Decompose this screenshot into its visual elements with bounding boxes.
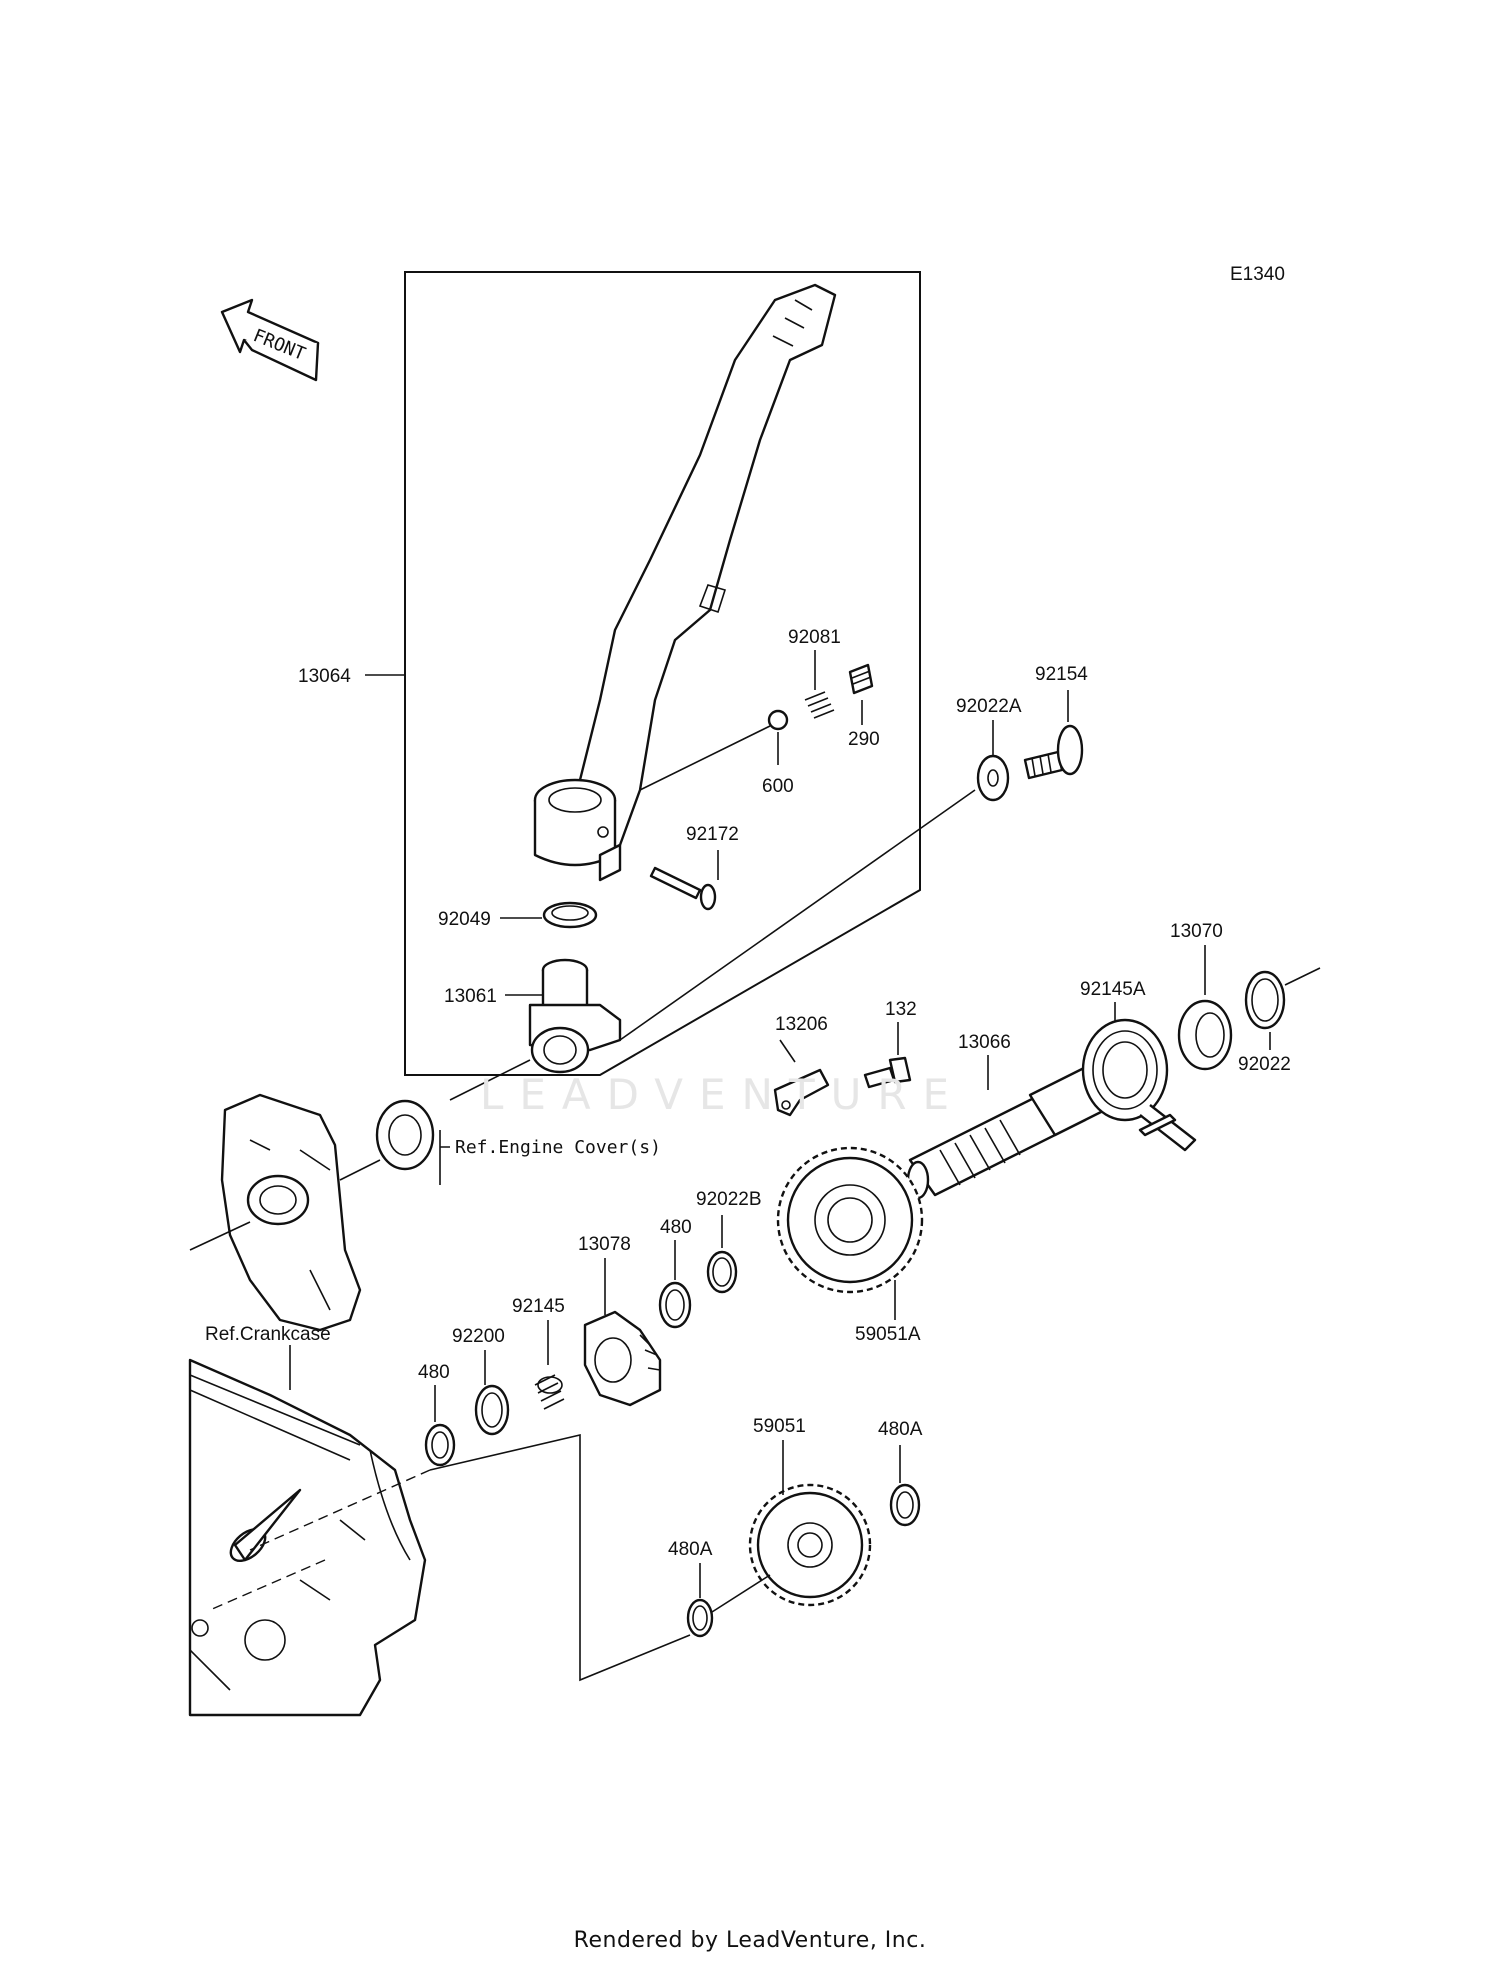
label-600: 600 (762, 776, 794, 797)
label-59051A: 59051A (855, 1324, 921, 1345)
washer-92200 (474, 1384, 510, 1436)
label-92154: 92154 (1035, 664, 1088, 685)
bolt-92172 (649, 866, 717, 911)
bolt-132 (863, 1056, 912, 1089)
label-92022: 92022 (1238, 1054, 1291, 1075)
kick-boss-13061 (528, 958, 622, 1074)
circlip-480-top (658, 1281, 692, 1329)
label-92172: 92172 (686, 824, 739, 845)
front-arrow-icon: FRONT (220, 298, 320, 382)
label-92022B: 92022B (696, 1189, 762, 1210)
bolt-92154 (1023, 724, 1084, 780)
ball-600 (767, 709, 789, 731)
spring-92145 (534, 1374, 565, 1410)
ratchet-13078 (583, 1310, 662, 1407)
washer-92022B (706, 1250, 738, 1294)
label-132: 132 (885, 999, 917, 1020)
label-480A-left: 480A (668, 1539, 713, 1560)
crankcase-ref (188, 1358, 427, 1717)
label-13066: 13066 (958, 1032, 1011, 1053)
torsion-spring-92145A (1081, 1018, 1197, 1152)
label-59051: 59051 (753, 1416, 806, 1437)
washer-92022A (976, 754, 1010, 802)
spring-92081 (804, 691, 835, 719)
seal-92049 (542, 901, 598, 929)
washer-92022 (1244, 970, 1286, 1030)
label-92145: 92145 (512, 1296, 565, 1317)
circlip-480-left (424, 1423, 456, 1467)
label-ref-engine-cover: Ref.Engine Cover(s) (455, 1137, 661, 1158)
label-480-top: 480 (660, 1217, 692, 1238)
label-92049: 92049 (438, 909, 491, 930)
idle-gear-59051 (748, 1483, 872, 1607)
stopper-plate-13206 (773, 1068, 830, 1117)
circlip-480A-right (889, 1483, 921, 1527)
diagram-code: E1340 (1230, 264, 1285, 285)
kick-gear-59051A (776, 1146, 924, 1294)
label-290: 290 (848, 729, 880, 750)
cap-290 (848, 663, 874, 695)
watermark: LEADVENTURE (480, 1070, 966, 1119)
footer-credit: Rendered by LeadVenture, Inc. (573, 1928, 927, 1953)
label-92145A: 92145A (1080, 979, 1146, 1000)
label-92022A: 92022A (956, 696, 1022, 717)
label-ref-crankcase: Ref.Crankcase (205, 1324, 331, 1345)
engine-cover-ref (220, 1093, 362, 1332)
label-13064: 13064 (298, 666, 351, 687)
label-480A-right: 480A (878, 1419, 923, 1440)
label-13078: 13078 (578, 1234, 631, 1255)
kick-pedal-arm (533, 283, 837, 882)
label-13061: 13061 (444, 986, 497, 1007)
pedal-assembly-bracket (404, 271, 921, 1076)
label-92200: 92200 (452, 1326, 505, 1347)
circlip-480A-left (686, 1598, 714, 1638)
label-13070: 13070 (1170, 921, 1223, 942)
label-13206: 13206 (775, 1014, 828, 1035)
engine-cover-seal (375, 1099, 435, 1171)
label-92081: 92081 (788, 627, 841, 648)
guide-13070 (1177, 999, 1233, 1071)
label-480-left: 480 (418, 1362, 450, 1383)
